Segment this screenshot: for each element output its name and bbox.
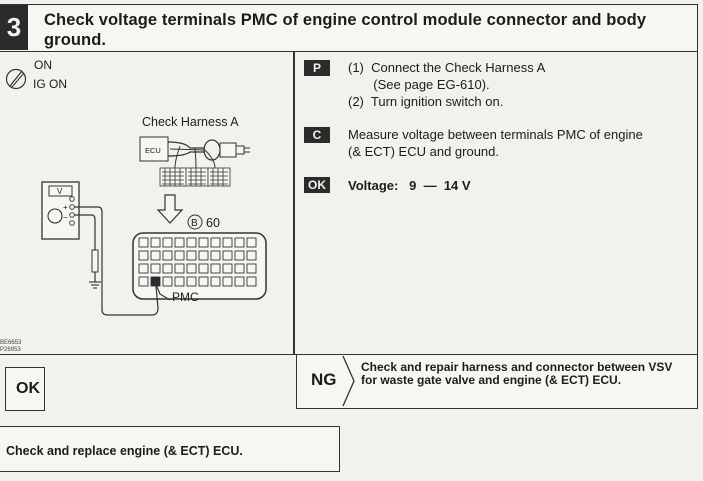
main-panel [0,51,698,355]
switch-on-label: ON [34,58,52,72]
harness-plug-blocks [159,167,231,187]
prep-badge: P [304,60,330,76]
check-line-1: Measure voltage between terminals PMC of… [348,127,643,142]
harness-connector [219,142,237,158]
check-line-2: (& ECT) ECU and ground. [348,144,500,159]
prep-line-2: (See page EG-610). [348,77,490,92]
ok-badge: OK [304,177,330,193]
harness-joint [203,139,221,161]
ecu-box [139,136,169,162]
ng-result-box: NG Check and repair harness and connecto… [296,355,698,409]
connector-number: 60 [206,216,220,230]
harness-label: Check Harness A [142,115,239,129]
figure-code-2: P26953 [0,347,21,353]
step-number: 3 [0,5,28,50]
meter-dial [47,208,63,224]
check-badge: C [304,127,330,143]
down-arrow-icon [156,194,184,224]
negative-lead [74,214,96,250]
wiring-diagram: Check Harness A ECU B 60 [41,115,267,316]
ng-instruction: Check and repair harness and connector b… [361,360,673,387]
ok-action-box: Check and replace engine (& ECT) ECU. [0,426,340,472]
ok-action-text: Check and replace engine (& ECT) ECU. [6,444,243,458]
prep-line-3: (2) Turn ignition switch on. [348,94,504,109]
pmc-label: PMC [172,290,199,304]
step-title: Check voltage terminals PMC of engine co… [44,11,647,49]
column-divider [293,51,295,355]
prep-line-1: (1) Connect the Check Harness A [348,60,546,75]
ng-label: NG [311,370,337,389]
ok-result-box: OK [5,367,45,411]
ok-label: OK [16,380,40,397]
voltage-spec: Voltage: 9 — 14 V [348,178,471,193]
ng-chevron-icon [342,355,355,407]
connector-circle-label: B [191,218,198,229]
ground-icon [89,281,101,289]
step-header: 3 Check voltage terminals PMC of engine … [0,4,698,52]
positive-lead [74,206,159,316]
pmc-terminal [151,277,160,286]
ignition-key-icon [5,68,27,90]
ecu-label: ECU [145,146,161,155]
minus-sign: − [63,213,68,222]
plus-sign: + [63,203,68,212]
connector-pins [138,237,257,287]
ignition-on-label: IG ON [33,77,68,91]
meter-unit: V [57,187,63,196]
figure-code-1: BE6653 [0,340,22,346]
